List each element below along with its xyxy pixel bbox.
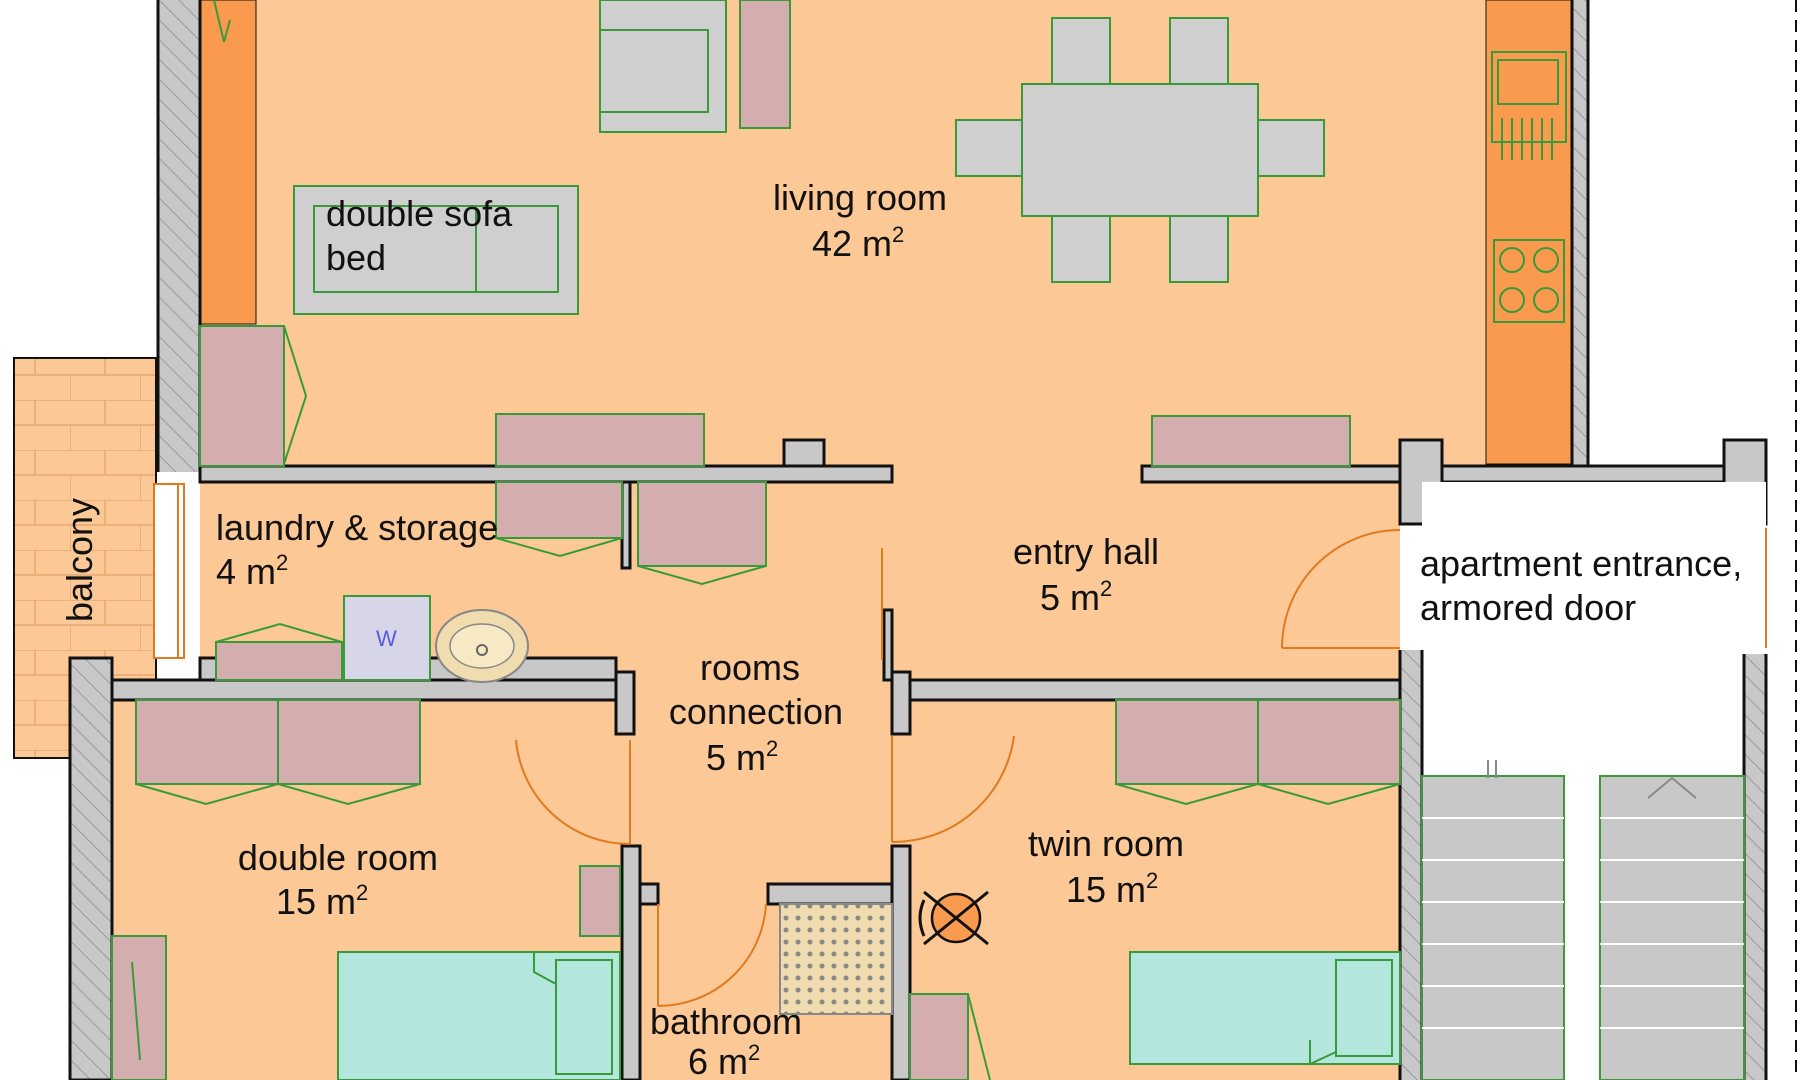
nightstand [579,865,621,937]
double-room-name: double room [238,837,438,878]
twin-bed [1129,951,1401,1066]
boiler-icon [918,890,989,946]
entrance-label-line1: apartment entrance, [1420,543,1742,584]
twin-room-area: 15 m2 [1066,868,1158,910]
living-room-name: living room [773,177,947,218]
living-sideboard-left [495,413,705,467]
bath-cabinet [909,993,969,1080]
sofa-bed [293,185,579,315]
laundry-cabinets [215,481,767,681]
sofa-label-line2: bed [326,237,386,278]
washer-label: W [376,626,397,651]
window-openings [153,483,185,659]
laundry-sink-icon [435,609,529,683]
dining-table [955,17,1325,283]
double-room-area: 15 m2 [276,880,368,922]
double-room-cabinet [111,935,167,1080]
twin-room-wardrobe [1115,699,1401,806]
armchair [599,0,727,133]
washing-machine: W [343,595,431,681]
bath-cabinet-door [967,993,991,1080]
entry-hall-area: 5 m2 [1040,576,1112,618]
living-cabinet-left [199,325,308,467]
double-room-wardrobe [135,699,421,806]
twin-room-door [891,735,1015,844]
cooktop-icon [1493,239,1565,323]
entrance-door [1281,529,1401,649]
stair-break-mark [1487,760,1497,778]
rooms-connection-area: 5 m2 [706,736,778,778]
laundry-name: laundry & storage [216,507,498,548]
double-bed [337,951,621,1080]
staircase [1421,760,1745,1080]
sofa-label-line1: double sofa [326,193,513,234]
laundry-area: 4 m2 [216,550,288,592]
wall-closet-strip [199,0,257,325]
side-cabinet [739,0,791,129]
balcony-label: balcony [59,498,100,622]
entrance-label-line2: armored door [1420,587,1636,628]
stair-arrow-icon [1647,776,1697,799]
bathroom-area: 6 m2 [688,1040,760,1080]
bathroom-name: bathroom [650,1001,802,1042]
rooms-connection-name-line2: connection [669,691,843,732]
entry-hall-name: entry hall [1013,531,1159,572]
twin-room-name: twin room [1028,823,1184,864]
double-room-door [515,739,631,846]
sink-icon [1491,51,1567,160]
closet-door-mark [213,0,231,43]
rooms-connection-name-line1: rooms [700,647,800,688]
living-sideboard-right [1151,415,1351,467]
living-room-area: 42 m2 [812,222,904,264]
bathroom-door [657,903,767,1008]
entrance-landing [1422,482,1766,650]
shower-tray [779,903,893,1015]
